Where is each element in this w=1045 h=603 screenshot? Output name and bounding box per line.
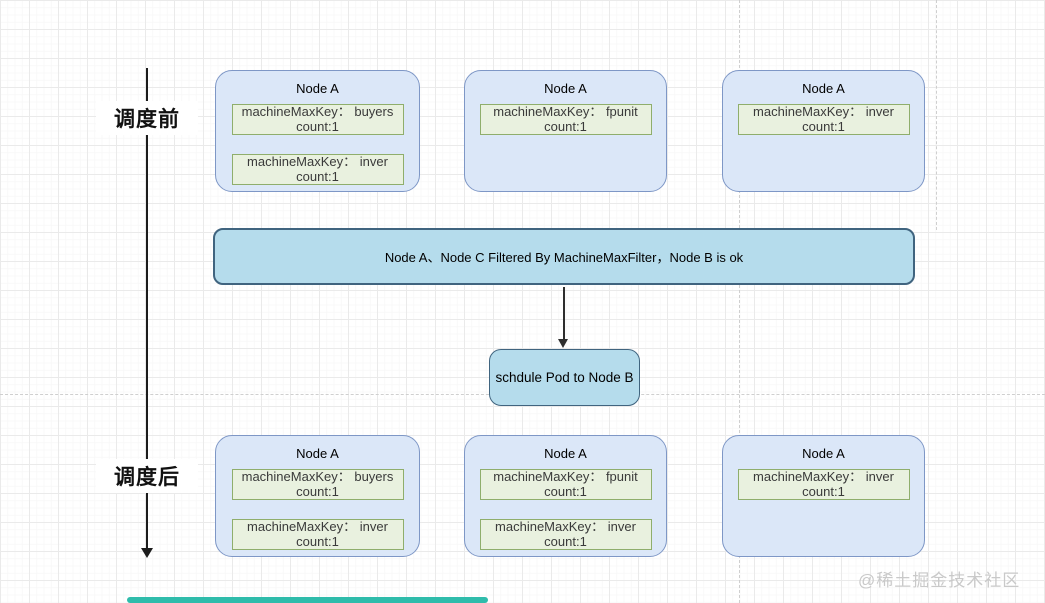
- entry-key-line: machineMaxKey： fpunit: [493, 469, 638, 484]
- machine-key-entry: machineMaxKey： fpunit count:1: [479, 104, 652, 135]
- entry-key-line: machineMaxKey： inver: [247, 519, 388, 534]
- entry-count-line: count:1: [802, 483, 845, 499]
- entry-count-line: count:1: [544, 533, 587, 549]
- watermark-text: @稀土掘金技术社区: [858, 571, 1021, 590]
- machine-key-entry: machineMaxKey： inver count:1: [231, 519, 404, 550]
- node-title: Node A: [296, 81, 339, 96]
- machine-key-entry: machineMaxKey： inver count:1: [231, 154, 404, 185]
- entry-count-line: count:1: [296, 533, 339, 549]
- flow-arrow-line: [563, 287, 565, 340]
- entry-key-line: machineMaxKey： inver: [247, 154, 388, 169]
- node-title: Node A: [296, 446, 339, 461]
- node-box-top-2: Node A machineMaxKey： fpunit count:1: [464, 70, 667, 192]
- entry-key-line: machineMaxKey： fpunit: [493, 104, 638, 119]
- entry-count-line: count:1: [544, 483, 587, 499]
- dashed-guide-vertical-1: [739, 0, 740, 603]
- node-box-top-1: Node A machineMaxKey： buyers count:1 mac…: [215, 70, 420, 192]
- schedule-decision-box: schdule Pod to Node B: [489, 349, 640, 406]
- timeline-arrowhead-icon: [141, 548, 153, 558]
- phase-label-before: 调度前: [96, 101, 198, 135]
- entry-key-line: machineMaxKey： buyers: [241, 104, 394, 119]
- node-title: Node A: [802, 81, 845, 96]
- phase-label-after: 调度后: [96, 459, 198, 493]
- node-box-bottom-1: Node A machineMaxKey： buyers count:1 mac…: [215, 435, 420, 557]
- flow-arrowhead-icon: [558, 339, 568, 348]
- timeline-line: [146, 68, 148, 550]
- bottom-progress-strip: [127, 597, 488, 603]
- entry-count-line: count:1: [296, 483, 339, 499]
- machine-key-entry: machineMaxKey： buyers count:1: [231, 469, 404, 500]
- node-box-bottom-3: Node A machineMaxKey： inver count:1: [722, 435, 925, 557]
- machine-key-entry: machineMaxKey： inver count:1: [479, 519, 652, 550]
- node-title: Node A: [544, 81, 587, 96]
- node-box-top-3: Node A machineMaxKey： inver count:1: [722, 70, 925, 192]
- entry-count-line: count:1: [544, 118, 587, 134]
- machine-key-entry: machineMaxKey： inver count:1: [737, 469, 910, 500]
- machine-key-entry: machineMaxKey： buyers count:1: [231, 104, 404, 135]
- node-title: Node A: [802, 446, 845, 461]
- entry-count-line: count:1: [296, 168, 339, 184]
- machine-key-entry: machineMaxKey： inver count:1: [737, 104, 910, 135]
- entry-key-line: machineMaxKey： inver: [495, 519, 636, 534]
- entry-key-line: machineMaxKey： buyers: [241, 469, 394, 484]
- entry-count-line: count:1: [296, 118, 339, 134]
- node-title: Node A: [544, 446, 587, 461]
- entry-key-line: machineMaxKey： inver: [753, 469, 894, 484]
- entry-key-line: machineMaxKey： inver: [753, 104, 894, 119]
- filter-result-banner: Node A、Node C Filtered By MachineMaxFilt…: [213, 228, 915, 285]
- dashed-guide-vertical-2: [936, 0, 937, 230]
- node-box-bottom-2: Node A machineMaxKey： fpunit count:1 mac…: [464, 435, 667, 557]
- machine-key-entry: machineMaxKey： fpunit count:1: [479, 469, 652, 500]
- entry-count-line: count:1: [802, 118, 845, 134]
